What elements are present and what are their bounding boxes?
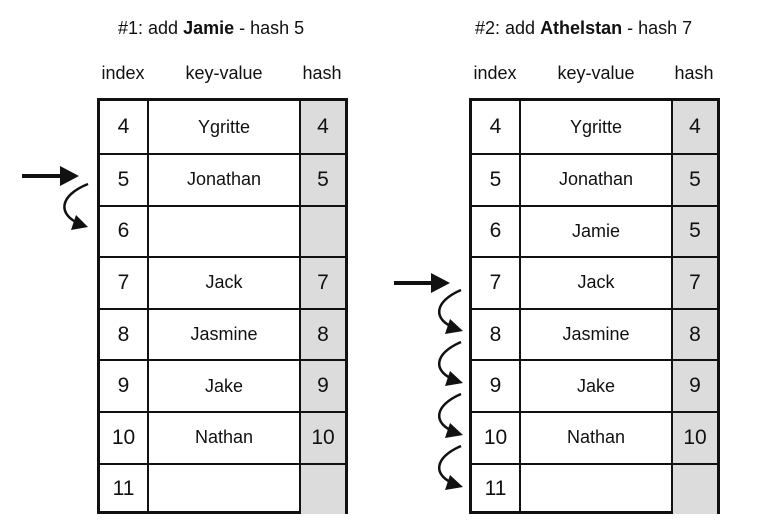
insert-arrow [22,166,79,186]
header-key-value: key-value [185,63,263,83]
index-cell: 6 [100,206,149,257]
index-cell: 4 [100,101,149,153]
hash-cell: 4 [673,101,717,153]
curved-probe-arrowhead [445,319,463,334]
index-cell: 10 [100,412,149,463]
key-value-cell: Jasmine [521,309,673,360]
table-row: 11 [100,462,345,515]
key-value-cell: Jasmine [149,309,301,360]
header-hash: hash [302,63,342,83]
key-value-cell: Jack [521,258,673,308]
hash-cell: 8 [673,309,717,360]
panel-add-athelstan: #2: add Athelstan - hash 7 index key-val… [387,0,774,529]
key-value-cell: Jake [521,361,673,411]
header-hash: hash [674,63,714,83]
index-cell: 7 [100,258,149,308]
key-value-cell: Jamie [521,206,673,257]
hash-cell: 5 [301,155,345,205]
hash-cell: 5 [673,206,717,257]
index-cell: 9 [472,361,521,411]
key-value-cell: Nathan [521,412,673,463]
hash-cell [301,206,345,257]
title-prefix: #1: add [118,18,184,38]
hash-cell: 10 [301,412,345,463]
index-cell: 5 [472,155,521,205]
hash-cell [301,464,345,515]
insert-arrow [394,273,450,293]
index-cell: 10 [472,412,521,463]
key-value-cell [521,464,673,515]
index-cell: 8 [472,309,521,360]
key-value-cell: Nathan [149,412,301,463]
curved-probe-arrowhead [445,423,463,438]
key-value-cell: Jonathan [149,155,301,205]
hash-cell [673,464,717,515]
curved-probe-arrowhead [445,475,463,490]
index-cell: 7 [472,258,521,308]
header-index: index [473,63,517,83]
panel-title: #1: add Jamie - hash 5 [118,18,304,39]
hash-cell: 9 [301,361,345,411]
header-key-value: key-value [557,63,635,83]
key-value-cell [149,464,301,515]
key-value-cell: Ygritte [521,101,673,153]
title-suffix: - hash 7 [622,18,693,38]
index-cell: 4 [472,101,521,153]
index-cell: 8 [100,309,149,360]
index-cell: 11 [100,464,149,515]
table-row: 6 [100,204,345,257]
hash-cell: 10 [673,412,717,463]
hash-cell: 7 [301,258,345,308]
title-key: Athelstan [540,18,623,38]
hash-cell: 8 [301,309,345,360]
title-prefix: #2: add [475,18,541,38]
curved-probe-arrowhead [71,215,88,230]
index-cell: 6 [472,206,521,257]
probe-arrows [22,166,89,230]
panel-add-jamie: #1: add Jamie - hash 5 index key-value h… [22,18,348,515]
table-row: 11 [472,462,717,515]
index-cell: 9 [100,361,149,411]
title-suffix: - hash 5 [234,18,305,38]
index-cell: 11 [472,464,521,515]
hash-cell: 4 [301,101,345,153]
hash-cell: 9 [673,361,717,411]
probe-arrows [394,273,463,490]
curved-probe-arrowhead [445,371,463,386]
title-key: Jamie [183,18,235,38]
key-value-cell: Jonathan [521,155,673,205]
hash-cell: 5 [673,155,717,205]
key-value-cell [149,206,301,257]
key-value-cell: Jack [149,258,301,308]
panel-title: #2: add Athelstan - hash 7 [475,18,692,39]
key-value-cell: Jake [149,361,301,411]
hash-cell: 7 [673,258,717,308]
index-cell: 5 [100,155,149,205]
header-index: index [101,63,145,83]
key-value-cell: Ygritte [149,101,301,153]
